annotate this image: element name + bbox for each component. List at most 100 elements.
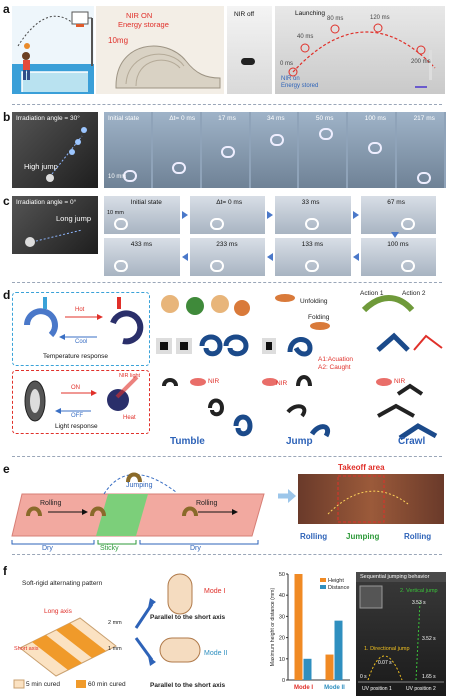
takeoff-area-label: Takeoff area xyxy=(338,463,385,472)
launch-trajectory xyxy=(288,23,436,88)
time-80ms: 80 ms xyxy=(327,16,344,22)
long-jump-frame: 33 ms xyxy=(275,196,351,234)
long-jump-path xyxy=(25,229,83,247)
mode-arrows xyxy=(134,573,201,666)
time-007: 0.07 s xyxy=(378,660,392,666)
time-0: 0 s xyxy=(360,674,367,680)
panel-d-label: d xyxy=(3,288,11,302)
actuator-object xyxy=(209,260,224,272)
sequential-trajectory xyxy=(358,585,444,683)
y-tick-label: 30 xyxy=(279,614,285,620)
high-jump-label: High jump xyxy=(24,162,58,171)
legend-60min: 60 min cured xyxy=(88,681,126,688)
energy-storage-drawing xyxy=(115,45,221,89)
legend-swatch xyxy=(320,585,326,589)
high-jump-path xyxy=(46,127,87,182)
panel-c: c Irradiation angle = 0° Long jump Initi… xyxy=(0,192,450,278)
tumble-nir-label: NIR xyxy=(208,378,220,385)
long-jump-frame: 100 ms xyxy=(360,238,436,276)
y-tick-label: 0 xyxy=(282,678,285,684)
time-40ms: 40 ms xyxy=(297,34,314,40)
jump-label: Jump xyxy=(286,436,313,447)
actuator-object xyxy=(114,260,128,272)
high-jump-frame: 17 ms xyxy=(201,112,249,188)
actuator-object xyxy=(305,218,319,230)
energy-storage-label: Energy storage xyxy=(118,20,169,29)
actuator-object xyxy=(123,170,138,182)
separator xyxy=(12,456,442,457)
temperature-response-box: Hot Cool Temperature response xyxy=(12,292,150,366)
mode2-label: Mode II xyxy=(204,650,228,657)
time-352: 3.52 s xyxy=(422,636,436,642)
arrow-right-icon xyxy=(267,211,273,219)
long-jump-illustration: Irradiation angle = 0° Long jump xyxy=(12,196,98,254)
temperature-response-diagram xyxy=(24,297,144,345)
mass-label: 10mg xyxy=(108,36,129,45)
mode1-label: Mode I xyxy=(204,588,226,595)
arrow-left-icon xyxy=(181,253,188,261)
frame-time-label: 100 ms xyxy=(387,241,409,248)
long-jump-frame: 67 ms xyxy=(360,196,436,234)
nir-light-label: NIR light xyxy=(119,373,141,379)
high-jump-illustration: Irradiation angle = 30° High jump xyxy=(12,112,98,188)
action2-label: Action 2 xyxy=(402,290,426,297)
a2-label: A2: Caught xyxy=(318,364,351,371)
x-tick-label: Mode II xyxy=(324,685,345,691)
long-jump-frame: Δt= 0 ms xyxy=(189,196,265,234)
parallel2-label: Parallel to the short axis xyxy=(150,682,226,689)
short-axis-label: Short axis xyxy=(14,646,39,652)
sequential-title: Sequential jumping behavior xyxy=(360,574,430,580)
y-tick-label: 40 xyxy=(279,593,285,599)
jumping-label-diagram: Jumping xyxy=(126,482,153,489)
uv-position-2: UV position 2 xyxy=(406,686,436,692)
vertical-jump-label: 2. Vertical jump xyxy=(400,588,438,594)
nir-on-stored-label: NIR on xyxy=(281,76,300,82)
on-label: ON xyxy=(71,385,80,391)
actuator-object xyxy=(318,128,333,140)
y-tick-label: 20 xyxy=(279,636,285,642)
locomotion-diagrams xyxy=(156,294,443,441)
a1-label: A1:Acuation xyxy=(318,356,354,363)
time-120ms: 120 ms xyxy=(370,15,390,21)
high-jump-frame: 217 ms xyxy=(397,112,444,188)
long-jump-frame: 133 ms xyxy=(275,238,351,276)
bar-distance xyxy=(334,620,343,680)
scale-bar-label: 10 mm xyxy=(107,210,124,216)
tumble-label: Tumble xyxy=(170,436,205,447)
panel-b: b Irradiation angle = 30° High jump Init… xyxy=(0,108,450,188)
jumping-label-photo: Jumping xyxy=(346,532,380,541)
arrow-right-icon xyxy=(278,489,296,503)
bar-height xyxy=(325,654,334,680)
basketball-drawing xyxy=(12,11,94,94)
frame-time-label: 217 ms xyxy=(413,115,435,122)
panel-d: d Hot Cool Temperature response NIR xyxy=(0,286,450,454)
actuator-object xyxy=(400,260,415,272)
nir-off-label: NIR off xyxy=(234,11,255,18)
y-tick-label: 50 xyxy=(279,572,285,578)
light-response-box: NIR light ON OFF Heat Light response xyxy=(12,370,150,434)
sequential-jumping-photo: Sequential jumping behavior 2. Vertical … xyxy=(356,572,446,696)
panel-c-label: c xyxy=(3,194,10,208)
frame-time-label: 100 ms xyxy=(364,115,387,122)
dim-1mm-label: 1 mm xyxy=(108,646,122,652)
action1-label: Action 1 xyxy=(360,290,384,297)
energy-stored-label: Energy stored xyxy=(281,83,319,89)
rolling-label-3: Rolling xyxy=(300,532,328,541)
x-tick-label: Mode I xyxy=(294,685,313,691)
scale-bar-label: 10 mm xyxy=(108,174,127,180)
time-200ms: 200 ms xyxy=(411,59,431,65)
frame-time-label: 67 ms xyxy=(387,199,405,206)
time-0ms: 0 ms xyxy=(280,61,294,67)
bar-distance xyxy=(303,658,312,680)
high-jump-frame: 34 ms xyxy=(250,112,298,188)
frame-time-label: 233 ms xyxy=(216,241,238,248)
jump-nir-label: NIR xyxy=(276,380,288,387)
rolling-label-1: Rolling xyxy=(40,500,62,507)
off-label: OFF xyxy=(71,413,83,419)
arrow-right-icon xyxy=(352,211,359,219)
long-axis-label: Long axis xyxy=(44,608,72,615)
actuator-object xyxy=(209,218,224,230)
